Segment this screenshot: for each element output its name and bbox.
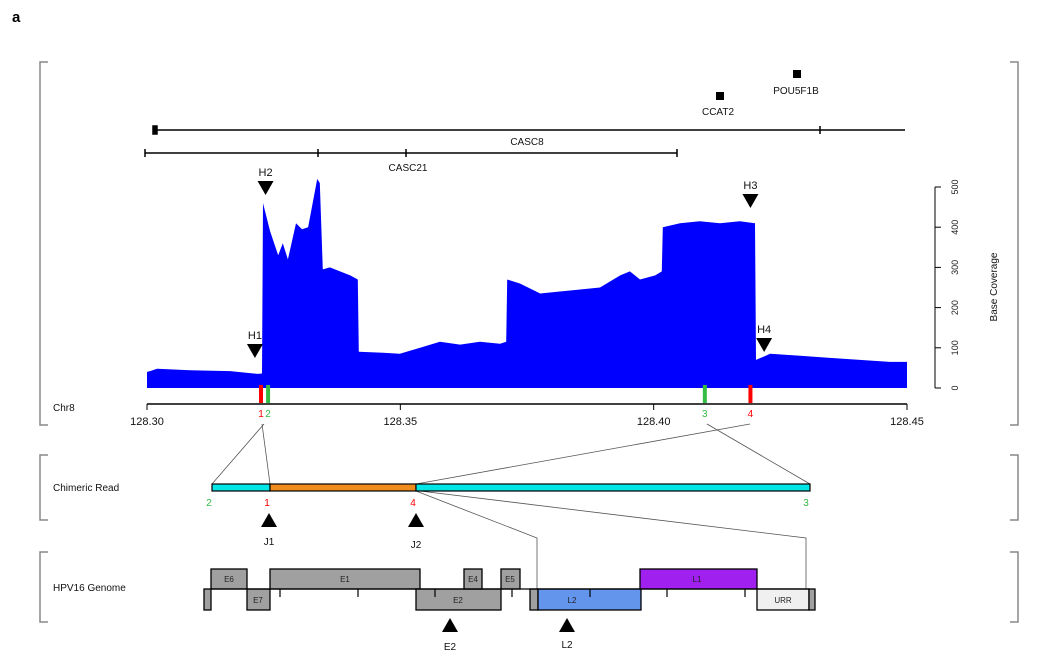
x-tick-label: 128.40 (637, 416, 671, 428)
svg-text:E4: E4 (468, 575, 478, 584)
hotspot-h4-label: H4 (757, 324, 771, 336)
hotspot-h2-triangle-icon (257, 181, 274, 195)
read-junction-1: 1 (264, 498, 270, 509)
track-label-hpv16: HPV16 Genome (53, 583, 126, 594)
hotspot-h3-triangle-icon (742, 194, 759, 208)
hotspot-h3-label: H3 (743, 180, 757, 192)
junction-j2-label: J2 (411, 540, 422, 551)
chimeric-read-bar (211, 483, 811, 492)
breakpoint-4-marker (748, 385, 753, 403)
y-tick-label: 0 (950, 385, 960, 390)
panel-brackets (39, 61, 1019, 623)
connector-lines (211, 423, 811, 610)
breakpoint-1-marker (259, 385, 263, 403)
hotspot-h1-label: H1 (248, 330, 262, 342)
x-tick-label: 128.45 (890, 416, 924, 428)
read-end-2: 2 (206, 498, 212, 509)
y-tick-label: 200 (950, 300, 960, 315)
hpv-gene-labels: E6 E7 E1 E2 E4 E5 L2 L1 URR (224, 575, 792, 605)
gene-track (144, 70, 905, 157)
svg-text:E7: E7 (253, 596, 263, 605)
junction-j2-triangle-icon (408, 513, 424, 527)
y-axis-label: Base Coverage (989, 252, 1000, 321)
hotspot-h4-triangle-icon (756, 338, 773, 352)
breakpoint-3-marker (702, 385, 707, 403)
track-label-chr8: Chr8 (53, 403, 75, 414)
svg-text:URR: URR (774, 596, 792, 605)
junction-j1-triangle-icon (261, 513, 277, 527)
y-tick-label: 400 (950, 220, 960, 235)
hpv-e2-marker-label: E2 (444, 642, 457, 653)
track-label-chimeric-read: Chimeric Read (53, 483, 119, 494)
gene-casc8-start (152, 125, 158, 135)
hotspot-h2-label: H2 (259, 167, 273, 179)
y-tick-label: 500 (950, 179, 960, 194)
hpv-genome-map (203, 568, 816, 611)
svg-text:E2: E2 (453, 596, 463, 605)
gene-pou5f1b-label: POU5F1B (773, 86, 819, 97)
gene-casc21-label: CASC21 (389, 163, 428, 174)
hpv-e2-triangle-icon (442, 618, 458, 632)
panel-label: a (12, 9, 21, 26)
gene-pou5f1b-box (793, 70, 801, 78)
read-end-3: 3 (803, 498, 809, 509)
svg-text:E6: E6 (224, 575, 234, 584)
breakpoint-2-marker (266, 385, 271, 403)
svg-text:E1: E1 (340, 575, 350, 584)
breakpoint-2-label: 2 (265, 409, 271, 420)
coverage-area (147, 179, 907, 388)
gene-ccat2-box (716, 92, 724, 100)
hotspot-h1-triangle-icon (246, 344, 263, 358)
x-tick-label: 128.35 (384, 416, 418, 428)
junction-j1-label: J1 (264, 537, 275, 548)
y-tick-label: 300 (950, 260, 960, 275)
gene-ccat2-label: CCAT2 (702, 107, 734, 118)
hpv-l2-triangle-icon (559, 618, 575, 632)
y-tick-label: 100 (950, 340, 960, 355)
breakpoint-1-label: 1 (258, 409, 264, 420)
hpv-l2-marker-label: L2 (561, 640, 573, 651)
svg-text:E5: E5 (505, 575, 515, 584)
gene-casc8-label: CASC8 (510, 137, 544, 148)
read-junction-4: 4 (410, 498, 416, 509)
breakpoint-3-label: 3 (702, 409, 708, 420)
svg-text:L1: L1 (693, 575, 702, 584)
breakpoint-4-label: 4 (748, 409, 754, 420)
svg-text:L2: L2 (568, 596, 577, 605)
x-tick-label: 128.30 (130, 416, 164, 428)
